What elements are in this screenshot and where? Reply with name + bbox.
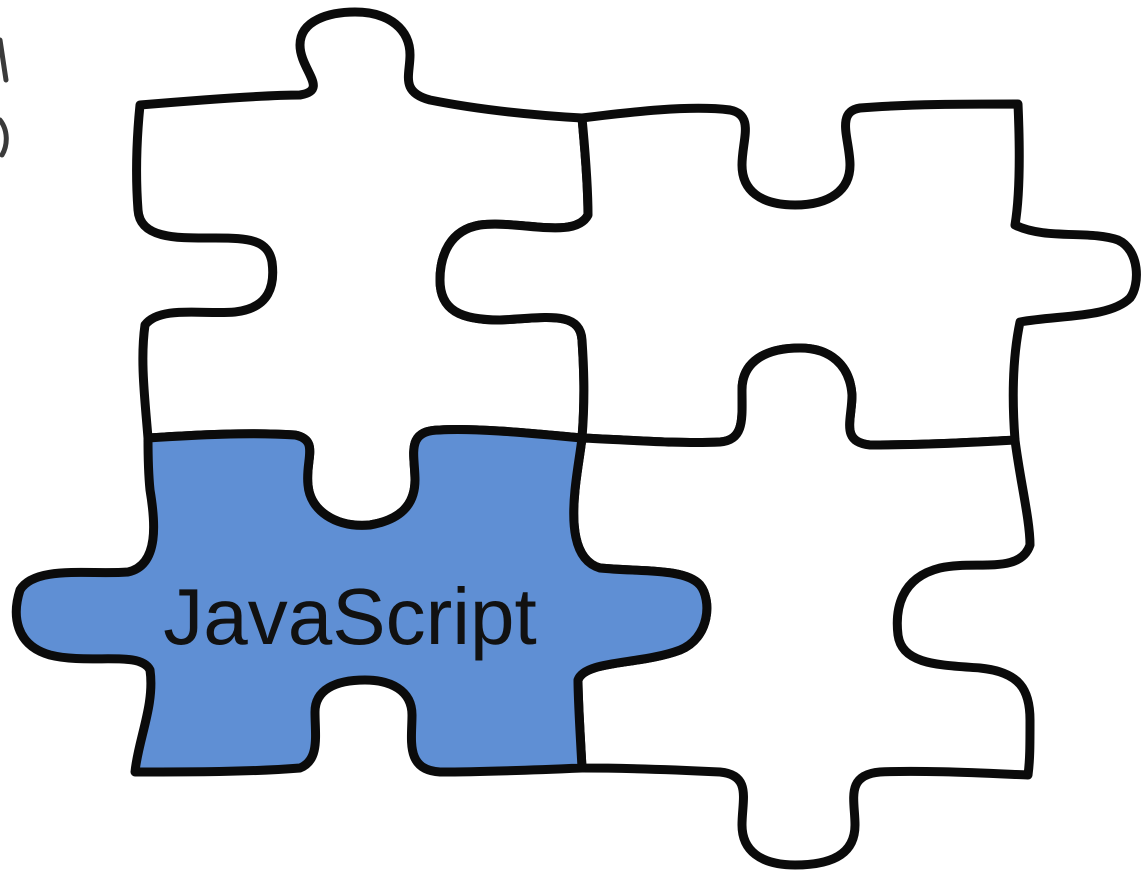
puzzle-piece-bottom-left [11, 424, 712, 777]
javascript-label: JavaScript [163, 572, 536, 661]
edge-fragment-mark [0, 37, 9, 158]
